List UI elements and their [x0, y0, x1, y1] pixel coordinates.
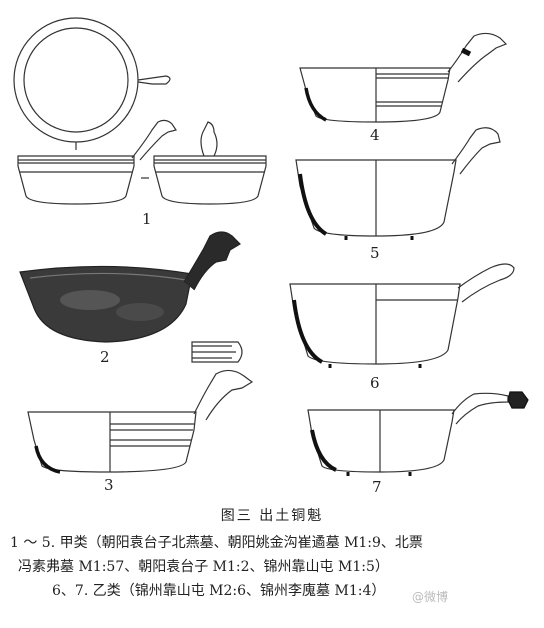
- item-number-7: 7: [372, 478, 382, 496]
- watermark: @微博: [412, 590, 449, 604]
- caption-line-3: 6、7. 乙类（锦州靠山屯 M2:6、锦州李廆墓 M1:4）: [52, 583, 386, 599]
- item-number-6: 6: [370, 374, 380, 392]
- item-number-5: 5: [370, 244, 380, 262]
- item-number-2: 2: [100, 348, 110, 366]
- bronze-vessel-figure: 1 2 3 4: [13, 17, 529, 496]
- item-3-drawing: 3: [27, 341, 254, 494]
- figure-caption-title: 图三 出土铜魁: [220, 508, 324, 524]
- item-number-3: 3: [104, 476, 114, 494]
- item-7-drawing: 7: [307, 391, 529, 496]
- item-5-drawing: 5: [295, 127, 501, 262]
- caption-line-1: 1 ～ 5. 甲类（朝阳袁台子北燕墓、朝阳姚金沟崔遹墓 M1:9、北票: [10, 535, 423, 551]
- item-2-photo: 2: [19, 231, 241, 366]
- item-6-drawing: 6: [289, 263, 515, 392]
- item-number-1: 1: [142, 210, 152, 228]
- item-number-4: 4: [370, 126, 380, 144]
- caption-line-2: 冯素弗墓 M1:57、朝阳袁台子 M1:2、锦州靠山屯 M1:5）: [18, 559, 389, 575]
- item-1-drawing: 1: [13, 17, 267, 228]
- item-4-drawing: 4: [299, 32, 508, 144]
